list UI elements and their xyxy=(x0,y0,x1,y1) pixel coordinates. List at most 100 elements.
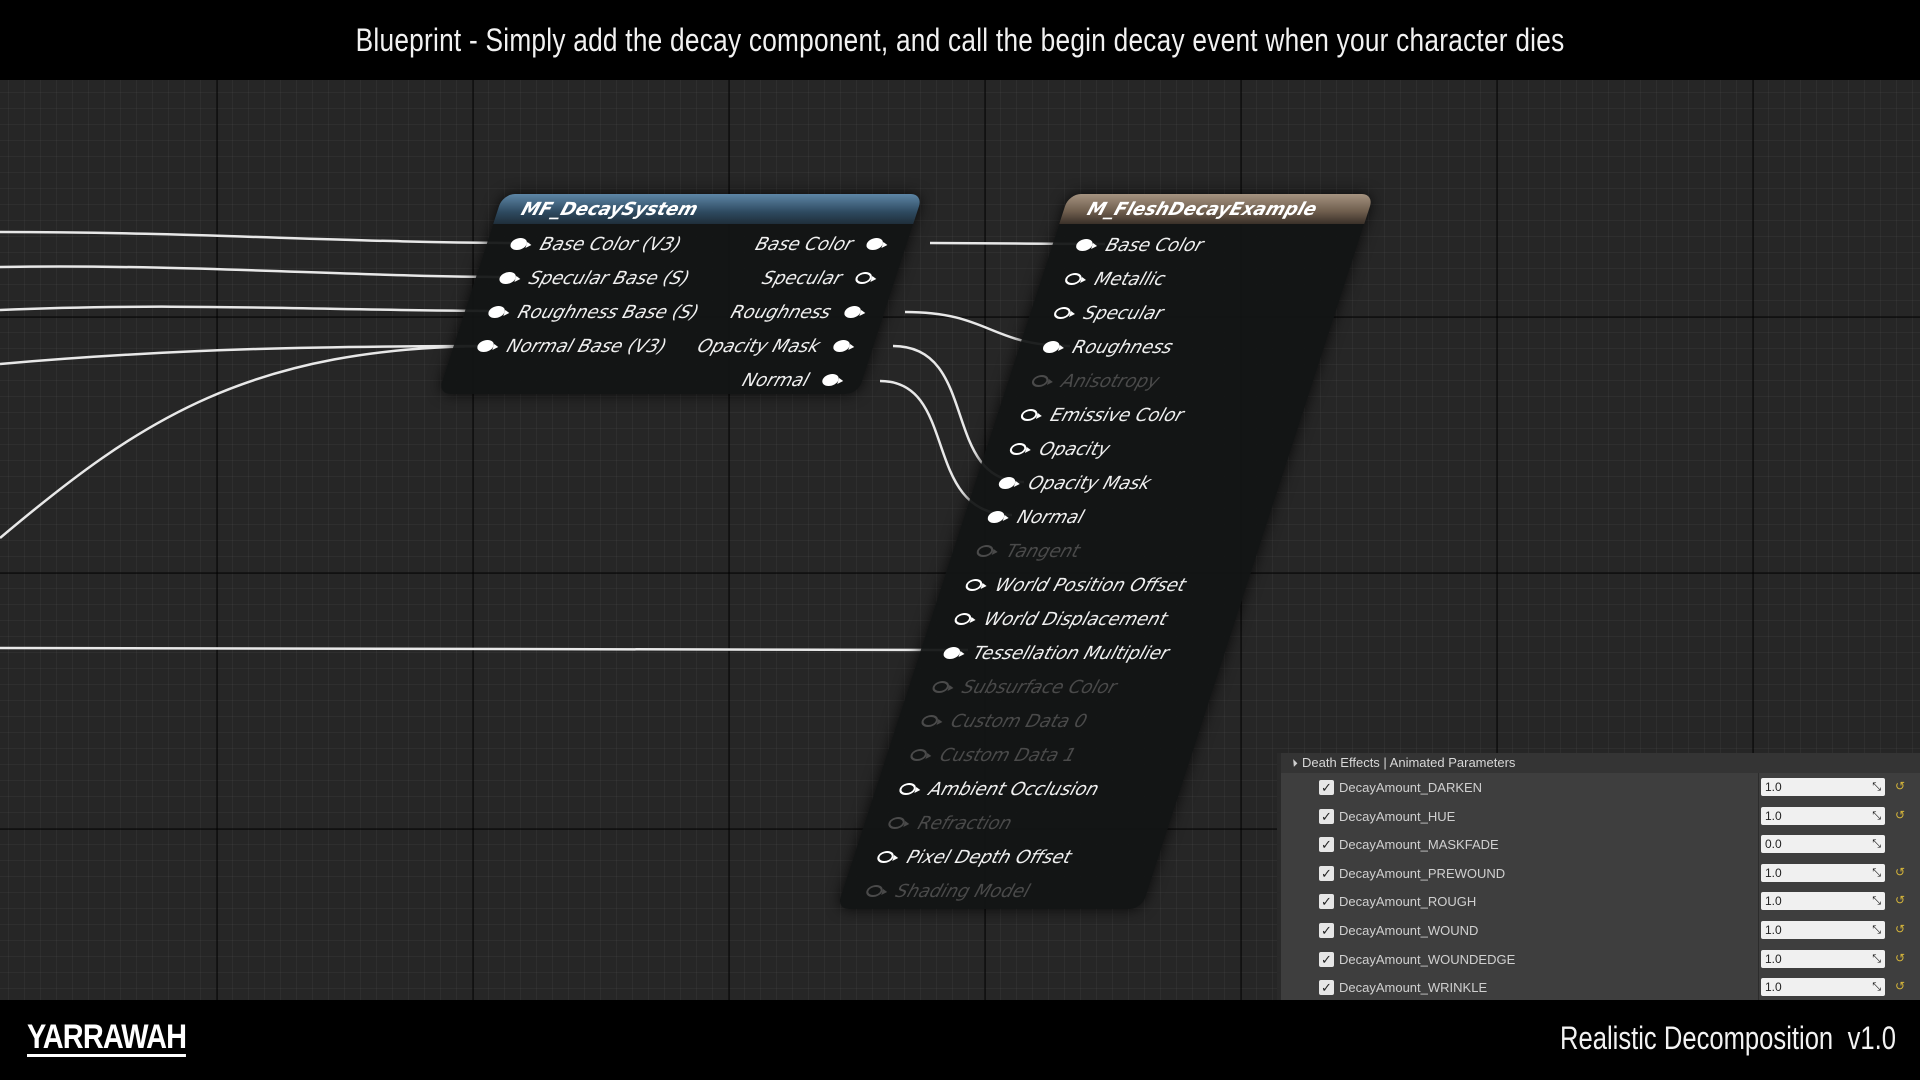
pin-icon[interactable] xyxy=(864,238,885,250)
param-value-field[interactable]: 1.0⤡ xyxy=(1761,892,1885,911)
wire-normal-base-in xyxy=(0,344,497,366)
pin-icon[interactable] xyxy=(1041,341,1062,353)
output-roughness[interactable]: Roughness xyxy=(726,295,890,329)
reset-to-default-icon[interactable]: ↺ xyxy=(1895,807,1906,822)
pin-icon[interactable] xyxy=(1019,409,1040,421)
param-value-field[interactable]: 1.0⤡ xyxy=(1761,806,1885,825)
pin-icon[interactable] xyxy=(1008,443,1029,455)
param-enable-checkbox[interactable]: ✓ xyxy=(1319,922,1334,938)
pin-icon[interactable] xyxy=(997,477,1018,489)
material-pin-roughness[interactable]: Roughness xyxy=(1014,330,1178,364)
material-pin-anisotropy[interactable]: Anisotropy xyxy=(1003,364,1165,398)
reset-to-default-icon[interactable]: ↺ xyxy=(1895,950,1906,965)
expand-arrow-icon[interactable]: ⤡ xyxy=(1872,809,1881,822)
material-pin-opacity[interactable]: Opacity xyxy=(981,432,1115,466)
param-enable-checkbox[interactable]: ✓ xyxy=(1319,951,1334,967)
expand-arrow-icon[interactable]: ⤡ xyxy=(1872,781,1881,793)
pin-icon[interactable] xyxy=(919,715,940,727)
param-value-field[interactable]: 1.0⤡ xyxy=(1761,949,1885,968)
mf-decay-system-node[interactable]: MF_DecaySystem Base Color (V3) Specular … xyxy=(437,194,923,397)
material-pin-ambient-occlusion[interactable]: Ambient Occlusion xyxy=(870,772,1104,806)
expand-arrow-icon[interactable]: ⤡ xyxy=(1872,981,1881,994)
pin-icon[interactable] xyxy=(952,613,973,625)
material-pin-pixel-depth-offset[interactable]: Pixel Depth Offset xyxy=(848,840,1077,874)
material-pin-shading-model[interactable]: Shading Model xyxy=(837,874,1035,908)
input-normal-base-v3[interactable]: Normal Base (V3) xyxy=(448,329,672,363)
pin-icon[interactable] xyxy=(831,340,852,352)
param-value-field[interactable]: 0.0⤡ xyxy=(1761,835,1885,854)
pin-icon[interactable] xyxy=(842,306,863,318)
reset-to-default-icon[interactable]: ↺ xyxy=(1895,864,1906,879)
material-pin-world-position-offset[interactable]: World Position Offset xyxy=(936,568,1191,602)
input-specular-base[interactable]: Specular Base (S) xyxy=(470,261,694,295)
param-enable-checkbox[interactable]: ✓ xyxy=(1319,837,1334,853)
param-enable-checkbox[interactable]: ✓ xyxy=(1319,780,1334,795)
pin-icon[interactable] xyxy=(820,374,841,386)
pin-icon[interactable] xyxy=(886,817,907,829)
param-value-field[interactable]: 1.0⤡ xyxy=(1761,778,1885,796)
product-version: v1.0 xyxy=(1847,1020,1896,1056)
material-pin-custom-data-1[interactable]: Custom Data 1 xyxy=(881,738,1081,772)
param-value-field[interactable]: 1.0⤡ xyxy=(1761,978,1885,997)
pin-icon[interactable] xyxy=(897,783,918,795)
param-name: DecayAmount_WOUNDEDGE xyxy=(1339,951,1516,967)
pin-icon[interactable] xyxy=(853,272,874,284)
pin-icon[interactable] xyxy=(508,238,529,250)
category-header[interactable]: Death Effects | Animated Parameters xyxy=(1277,753,1920,773)
material-pin-emissive-color[interactable]: Emissive Color xyxy=(992,398,1189,432)
param-enable-checkbox[interactable]: ✓ xyxy=(1319,894,1334,910)
pin-icon[interactable] xyxy=(486,306,507,318)
material-pin-base-color[interactable]: Base Color xyxy=(1047,228,1209,262)
param-enable-checkbox[interactable]: ✓ xyxy=(1319,808,1334,824)
reset-to-default-icon[interactable]: ↺ xyxy=(1895,979,1906,994)
pin-icon[interactable] xyxy=(1063,273,1084,285)
pin-icon[interactable] xyxy=(864,885,885,897)
pin-icon[interactable] xyxy=(1030,375,1051,387)
param-value-field[interactable]: 1.0⤡ xyxy=(1761,863,1885,882)
pin-icon[interactable] xyxy=(908,749,929,761)
material-pin-tessellation-multiplier[interactable]: Tessellation Multiplier xyxy=(914,636,1174,670)
material-pin-refraction[interactable]: Refraction xyxy=(859,806,1017,840)
reset-to-default-icon[interactable]: ↺ xyxy=(1895,779,1906,793)
param-enable-checkbox[interactable]: ✓ xyxy=(1319,865,1334,881)
pin-icon[interactable] xyxy=(930,681,951,693)
material-pin-world-displacement[interactable]: World Displacement xyxy=(925,602,1172,636)
pin-icon[interactable] xyxy=(875,851,896,863)
reset-to-default-icon[interactable]: ↺ xyxy=(1895,921,1906,936)
reset-to-default-icon[interactable]: ↺ xyxy=(1895,893,1906,908)
pin-icon[interactable] xyxy=(986,511,1006,523)
expand-arrow-icon[interactable]: ⤡ xyxy=(1872,895,1881,908)
expand-arrow-icon[interactable]: ⤡ xyxy=(1872,923,1881,936)
material-pin-metallic[interactable]: Metallic xyxy=(1036,262,1171,296)
expand-arrow-icon[interactable]: ⤡ xyxy=(1872,866,1881,879)
pin-icon[interactable] xyxy=(941,647,962,659)
output-normal[interactable]: Normal xyxy=(738,363,869,397)
output-base-color[interactable]: Base Color xyxy=(751,227,913,261)
pin-icon[interactable] xyxy=(963,579,984,591)
material-pin-normal[interactable]: Normal xyxy=(958,500,1089,534)
pin-icon[interactable] xyxy=(497,272,518,284)
output-opacity-mask[interactable]: Opacity Mask xyxy=(693,329,879,363)
pin-icon[interactable] xyxy=(1052,307,1073,319)
material-pin-tangent[interactable]: Tangent xyxy=(947,534,1085,568)
collapse-triangle-icon[interactable] xyxy=(1289,759,1298,767)
output-specular[interactable]: Specular xyxy=(757,261,901,295)
expand-arrow-icon[interactable]: ⤡ xyxy=(1872,952,1881,965)
input-roughness-base[interactable]: Roughness Base (S) xyxy=(459,295,704,329)
param-enable-checkbox[interactable]: ✓ xyxy=(1319,980,1334,996)
material-pin-specular[interactable]: Specular xyxy=(1025,296,1169,330)
pin-icon[interactable] xyxy=(1074,239,1095,251)
material-pin-opacity-mask[interactable]: Opacity Mask xyxy=(970,466,1156,500)
param-value-field[interactable]: 1.0⤡ xyxy=(1761,920,1885,939)
material-pin-custom-data-0[interactable]: Custom Data 0 xyxy=(892,704,1092,738)
input-base-color-v3[interactable]: Base Color (V3) xyxy=(481,227,686,261)
material-graph-canvas[interactable]: MF_DecaySystem Base Color (V3) Specular … xyxy=(0,80,1920,1000)
pin-icon[interactable] xyxy=(975,545,995,557)
column-divider xyxy=(1758,887,1759,916)
expand-arrow-icon[interactable]: ⤡ xyxy=(1872,838,1881,851)
material-pin-subsurface-color[interactable]: Subsurface Color xyxy=(903,670,1122,704)
pin-icon[interactable] xyxy=(475,340,496,352)
column-divider xyxy=(1758,801,1759,831)
